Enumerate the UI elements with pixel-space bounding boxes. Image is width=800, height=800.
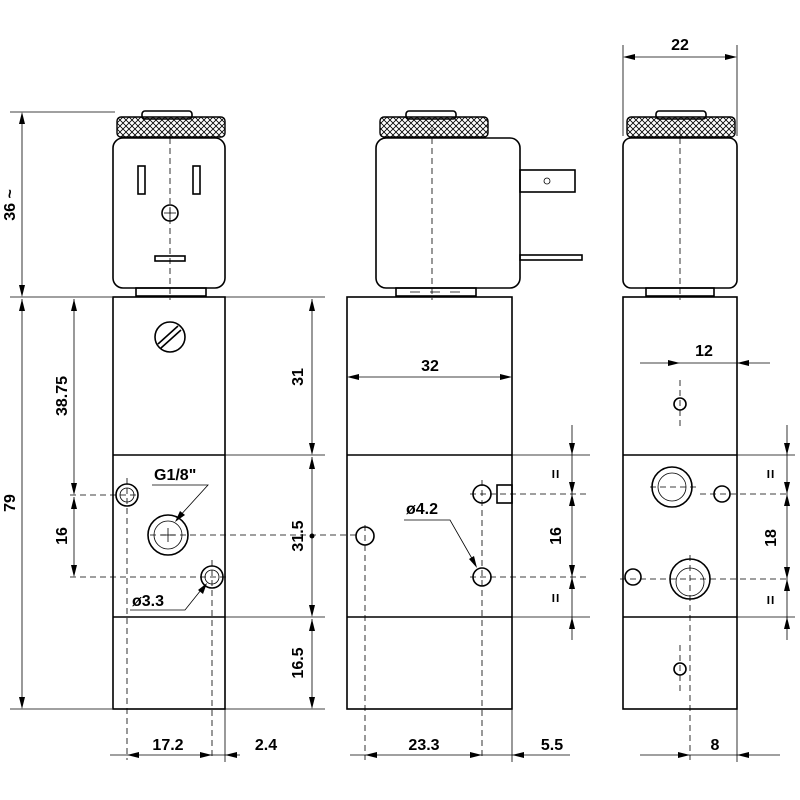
dim-upper-height: 31: [290, 368, 307, 386]
dim-width-mid-b: 5.5: [541, 737, 563, 754]
end-view: [620, 110, 790, 760]
dim-side-bottom: 8: [711, 737, 720, 754]
dim-upper-block: 38.75: [54, 376, 71, 416]
front-screw: [154, 321, 186, 353]
front-view: [70, 110, 360, 760]
end-dimensions: [622, 45, 795, 762]
label-port-hole: ø4.2: [406, 501, 438, 518]
equal-mark-top-mid: =: [548, 469, 565, 478]
equal-mark-bottom-end: =: [763, 595, 780, 604]
equal-mark-bottom-mid: =: [548, 593, 565, 602]
front-knurled-nut: [116, 116, 226, 138]
side-knurled-nut: [379, 116, 489, 138]
side-coil: [375, 137, 521, 289]
dim-port-spacing-left: 16: [54, 527, 71, 545]
dim-coil-height: 36 ~: [2, 189, 19, 221]
dim-middle-height: 31.5: [290, 520, 307, 551]
dim-body-height: 79: [2, 494, 19, 512]
connector-tab: [519, 169, 576, 193]
side-view: [346, 110, 590, 760]
label-port-thread: G1/8": [154, 467, 196, 484]
equal-mark-top-end: =: [763, 469, 780, 478]
side-dimensions: [225, 296, 590, 762]
dim-lower-height: 16.5: [290, 647, 307, 678]
label-mount-hole: ø3.3: [132, 593, 164, 610]
dim-width-left-a: 17.2: [152, 737, 183, 754]
dim-side-width: 22: [671, 37, 689, 54]
dim-side-spacing: 18: [763, 529, 780, 547]
front-dimensions: [10, 111, 240, 762]
front-main-port: [147, 514, 189, 556]
dim-side-offset: 12: [695, 343, 713, 360]
dim-width-left-b: 2.4: [255, 737, 277, 754]
dim-width-mid-a: 23.3: [408, 737, 439, 754]
dim-port-spacing-mid: 16: [548, 527, 565, 545]
end-body: [622, 296, 738, 710]
dim-body-width: 32: [421, 358, 439, 375]
end-knurled-nut: [626, 116, 736, 138]
front-body: [112, 296, 226, 710]
